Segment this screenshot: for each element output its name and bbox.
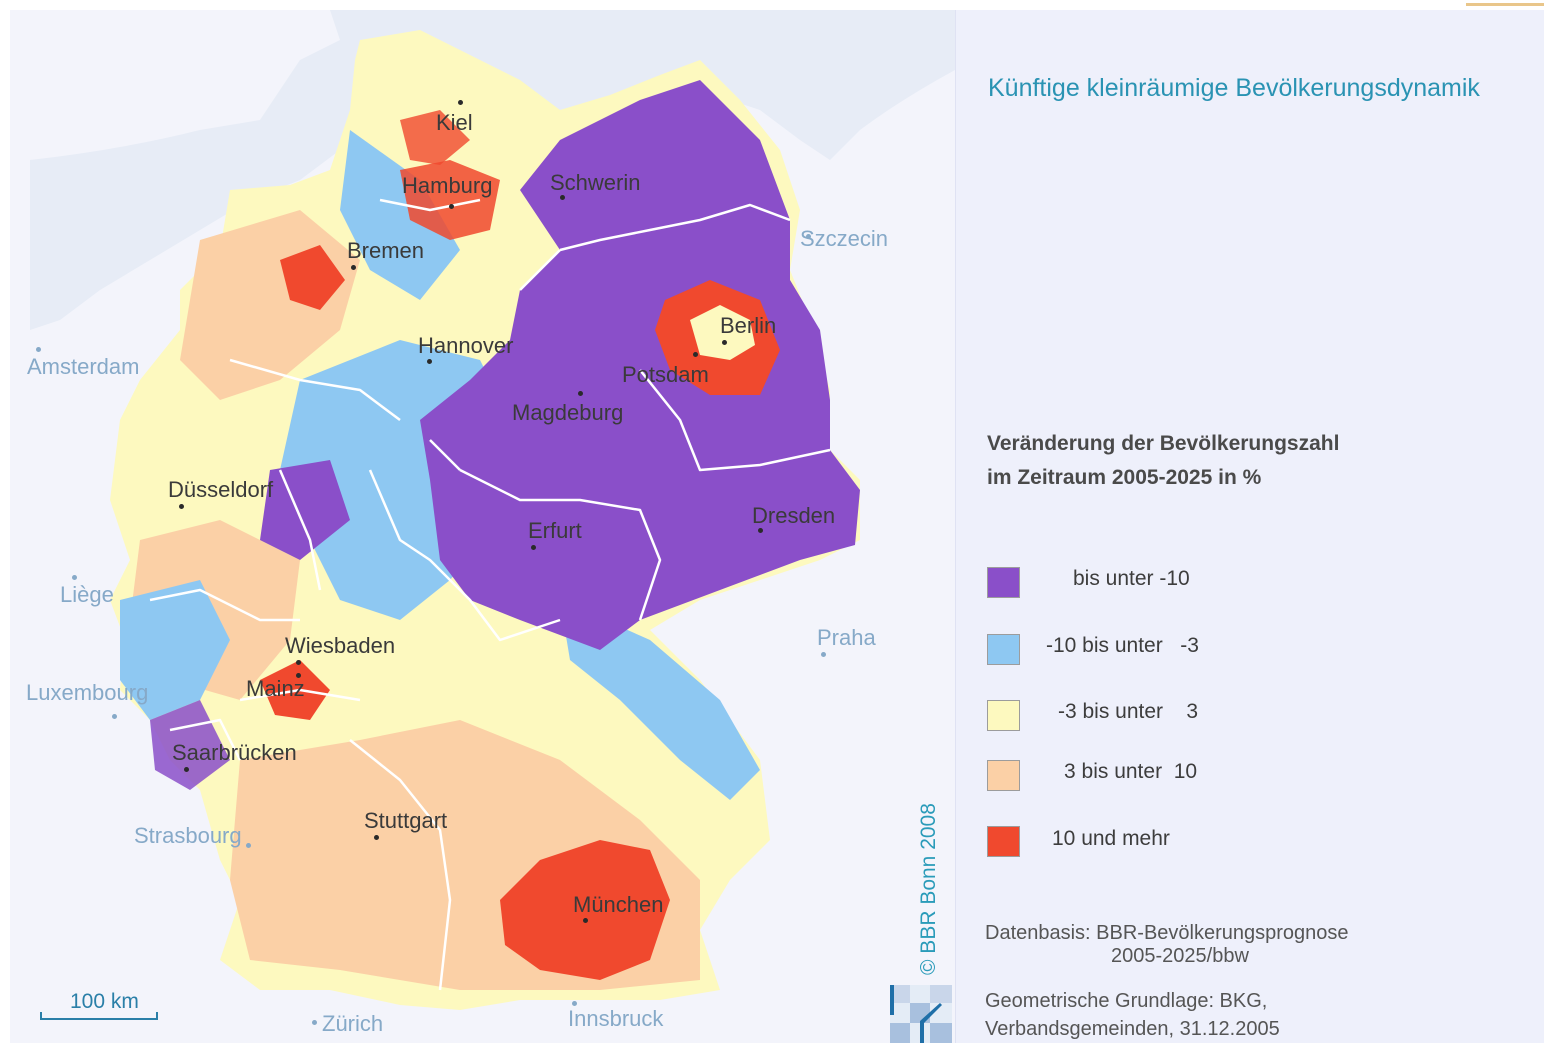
city-label-stuttgart: Stuttgart [364, 808, 448, 833]
city-label-erfurt: Erfurt [528, 518, 582, 543]
source-data-basis: Datenbasis: BBR-Bevölkerungsprognose [985, 922, 1349, 944]
region-blue-east-border [560, 600, 760, 800]
foreign-label-amsterdam: Amsterdam [27, 354, 140, 379]
legend-swatch-3-10 [987, 760, 1020, 791]
region-red-hamburg [400, 160, 500, 240]
scale-bar [40, 1012, 158, 1020]
foreign-dot-luxembourg [112, 714, 117, 719]
legend-swatch-below-minus10 [987, 567, 1020, 598]
legend-swatch-minus10-minus3 [987, 634, 1020, 665]
region-blue-west [120, 580, 230, 720]
region-red-kiel [400, 110, 470, 165]
region-red-bremen [280, 245, 345, 310]
city-dot-hannover [427, 359, 432, 364]
city-label-bremen: Bremen [347, 238, 425, 263]
source-data-basis-2: 2005-2025/bbw [1111, 945, 1249, 967]
legend-label-10-plus: 10 und mehr [1052, 827, 1170, 850]
region-yellow-berlin [690, 305, 755, 360]
scale-label: 100 km [70, 990, 139, 1013]
foreign-label-liege: Liège [60, 582, 114, 607]
city-dot-berlin [722, 340, 727, 345]
city-label-potsdam: Potsdam [622, 362, 709, 387]
city-label-mainz: Mainz [246, 676, 305, 701]
foreign-dot-liege [72, 575, 77, 580]
legend-swatch-10-plus [987, 826, 1020, 857]
city-label-magdeburg: Magdeburg [512, 400, 624, 425]
germany-map [30, 10, 955, 1010]
city-dot-wiesbaden [296, 660, 301, 665]
city-dot-duesseldorf [179, 504, 184, 509]
foreign-dot-innsbruck [572, 1001, 577, 1006]
city-dot-mainz [296, 673, 301, 678]
legend-swatch-minus3-3 [987, 700, 1020, 731]
map-title: Künftige kleinräumige Bevölkerungsdynami… [988, 74, 1480, 102]
city-dot-kiel [458, 100, 463, 105]
region-purple-ruhr [260, 460, 350, 560]
foreign-label-strasbourg: Strasbourg [134, 823, 242, 848]
city-dot-schwerin [560, 195, 565, 200]
foreign-label-szczecin: Szczecin [800, 226, 889, 251]
city-dot-dresden [758, 528, 763, 533]
state-borders [149, 198, 831, 991]
legend-panel [955, 10, 1544, 1043]
city-dot-hamburg [449, 204, 454, 209]
city-label-wiesbaden: Wiesbaden [285, 633, 396, 658]
city-dot-potsdam [693, 352, 698, 357]
foreign-label-luxembourg: Luxembourg [26, 680, 149, 705]
foreign-dot-praha [821, 652, 826, 657]
foreign-label-praha: Praha [817, 625, 876, 650]
legend-label-minus3-3: -3 bis unter 3 [1058, 700, 1199, 723]
legend-label-below-minus10: bis unter -10 [1073, 567, 1190, 590]
region-purple-east [420, 80, 860, 650]
region-blue-north [340, 130, 460, 300]
corner-accent [1466, 3, 1544, 6]
source-geometry-2: Verbandsgemeinden, 31.12.2005 [985, 1018, 1280, 1040]
foreign-label-zuerich: Zürich [322, 1011, 384, 1036]
foreign-dot-strasbourg [246, 843, 251, 848]
city-label-saarbruecken: Saarbrücken [172, 740, 297, 765]
copyright-notice: © BBR Bonn 2008 [917, 803, 940, 975]
city-label-schwerin: Schwerin [550, 170, 641, 195]
city-label-dresden: Dresden [752, 503, 836, 528]
city-dot-saarbruecken [184, 767, 189, 772]
city-dot-magdeburg [578, 391, 583, 396]
foreign-label-innsbruck: Innsbruck [568, 1006, 664, 1031]
legend-label-minus10-minus3: -10 bis unter -3 [1046, 634, 1199, 657]
city-dot-stuttgart [374, 835, 379, 840]
city-label-hannover: Hannover [418, 333, 514, 358]
city-dot-bremen [351, 265, 356, 270]
foreign-dot-amsterdam [36, 347, 41, 352]
legend-label-3-10: 3 bis unter 10 [1064, 760, 1198, 783]
legend-title: Veränderung der Bevölkerungszahl [987, 432, 1340, 455]
legend-subtitle: im Zeitraum 2005-2025 in % [987, 466, 1262, 489]
city-dot-erfurt [531, 545, 536, 550]
city-label-hamburg: Hamburg [402, 173, 493, 198]
city-dot-muenchen [583, 918, 588, 923]
foreign-dot-szczecin [806, 234, 811, 239]
source-geometry: Geometrische Grundlage: BKG, [985, 990, 1268, 1012]
foreign-dot-zuerich [312, 1020, 317, 1025]
city-label-berlin: Berlin [720, 313, 777, 338]
city-label-muenchen: München [573, 892, 664, 917]
region-red-muenchen [500, 840, 670, 980]
bbr-logo [890, 985, 952, 1043]
city-label-kiel: Kiel [436, 110, 473, 135]
city-label-duesseldorf: Düsseldorf [168, 477, 274, 502]
